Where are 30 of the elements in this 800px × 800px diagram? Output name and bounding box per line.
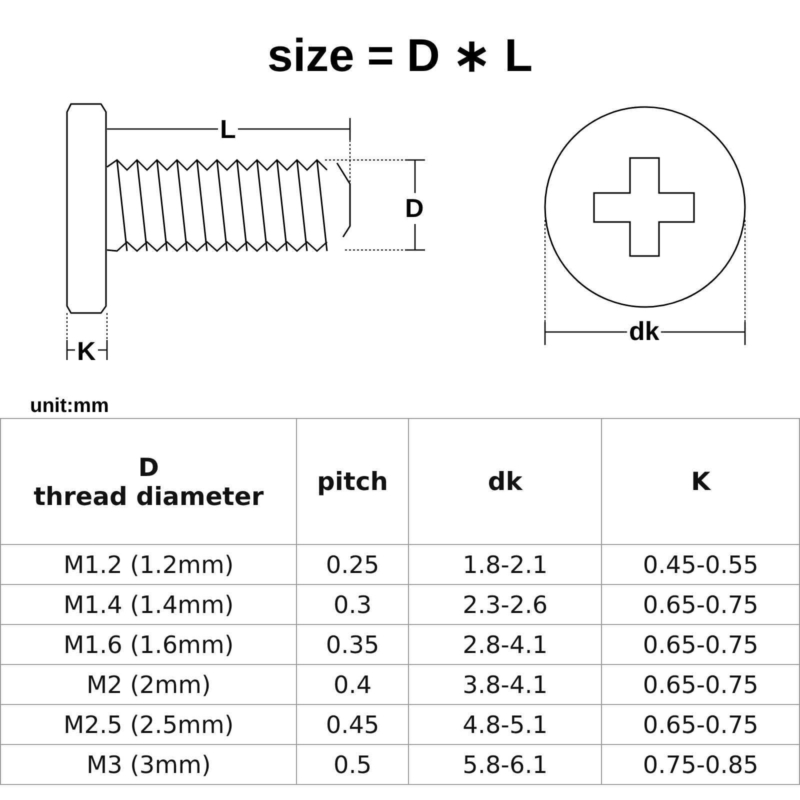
table-cell: 0.5	[296, 744, 408, 784]
table-cell: 5.8-6.1	[408, 744, 602, 784]
table-cell: 0.65-0.75	[602, 704, 800, 744]
table-cell: 0.65-0.75	[602, 584, 800, 624]
table-cell: 0.45	[296, 704, 408, 744]
table-cell: M1.6 (1.6mm)	[0, 624, 297, 664]
table-cell: M1.2 (1.2mm)	[0, 544, 297, 584]
table-cell: M2.5 (2.5mm)	[0, 704, 297, 744]
unit-note: unit:mm	[30, 395, 109, 418]
table-cell: M2 (2mm)	[0, 664, 297, 704]
table-cell: 0.4	[296, 664, 408, 704]
table-cell: M3 (3mm)	[0, 744, 297, 784]
title: size = D ∗ L	[266, 28, 534, 82]
table-cell: 0.65-0.75	[602, 624, 800, 664]
table-cell: 1.8-2.1	[408, 544, 602, 584]
table-cell: 4.8-5.1	[408, 704, 602, 744]
table-cell: 0.45-0.55	[602, 544, 800, 584]
table-cell: 2.3-2.6	[408, 584, 602, 624]
table-cell: 2.8-4.1	[408, 624, 602, 664]
table-cell: 0.25	[296, 544, 408, 584]
table-cell: 0.75-0.85	[602, 744, 800, 784]
table-cell: D thread diameter	[0, 418, 297, 544]
table-cell: 0.3	[296, 584, 408, 624]
table-cell: dk	[408, 418, 602, 544]
table-cell: 0.35	[296, 624, 408, 664]
table-cell: K	[602, 418, 800, 544]
table-cell: M1.4 (1.4mm)	[0, 584, 297, 624]
table-cell: 3.8-4.1	[408, 664, 602, 704]
table-cell: 0.65-0.75	[602, 664, 800, 704]
table-cell: pitch	[296, 418, 408, 544]
